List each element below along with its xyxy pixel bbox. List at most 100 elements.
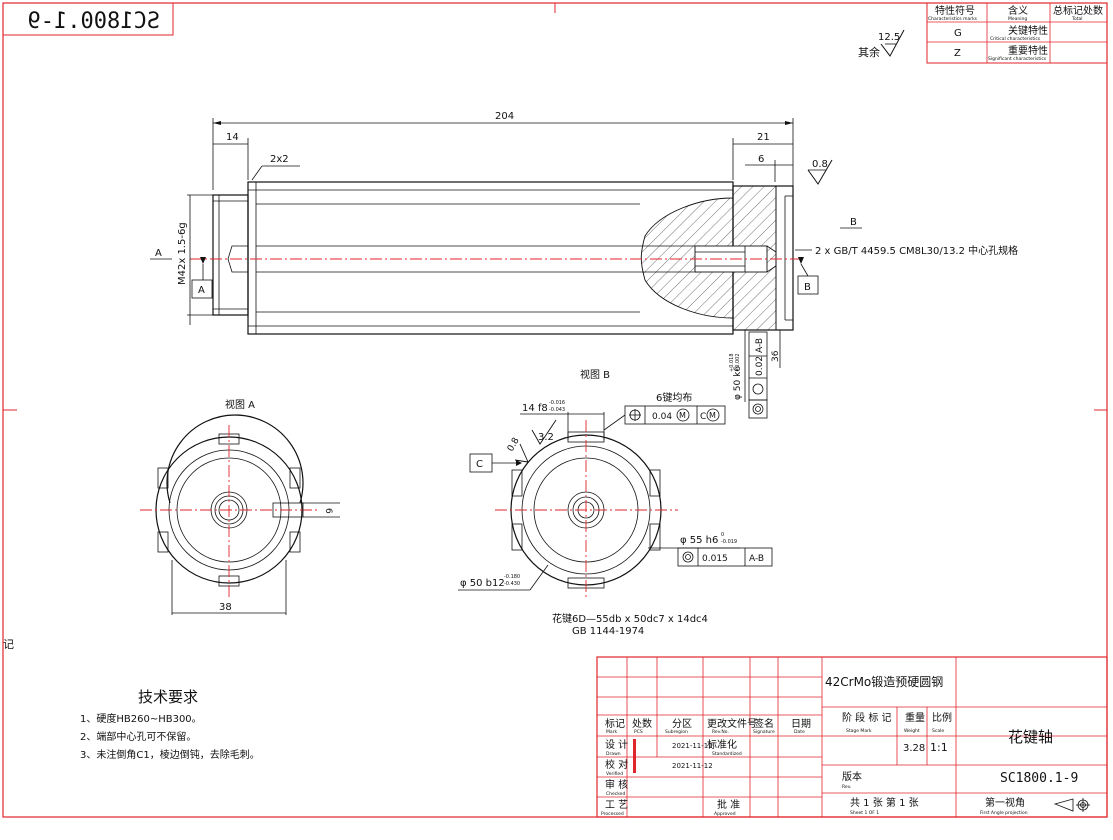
runout-value: 0.02 [755, 356, 765, 376]
mirrored-code-text: SC1800.1-9 [28, 9, 160, 34]
first-angle-projection-icon [1053, 798, 1090, 812]
legend-header-symbol: 特性符号 [935, 4, 975, 17]
pos-tol-datum-mod: M [709, 411, 716, 420]
tech-req-title: 技术要求 [138, 688, 198, 706]
tech-req-item-1: 1、硬度HB260~HB300。 [80, 712, 202, 725]
tb-weight-en: Weight [904, 728, 920, 734]
tb-scale-en: Scale [932, 728, 944, 734]
tb-version: 版本 [842, 770, 862, 783]
tb-process: 工 艺 [605, 799, 628, 811]
tb-h-subregion-en: Subregion [665, 729, 688, 735]
tb-design-date: 2021-11-12 [672, 742, 713, 750]
view-a-label: 视图 A [225, 398, 255, 411]
tb-projection-en: First Angle projection [980, 810, 1028, 816]
dim-root-dia: φ 50 b12 [460, 578, 505, 589]
tb-h-signature-en: Signature [753, 729, 775, 735]
legend-row-g-meaning-en: Critical characteristics [990, 36, 1041, 42]
tb-material: 42CrMo锻造预硬圆钢 [825, 675, 943, 689]
title-block: 标记 Mark 处数 PCS 分区 Subregion 更改文件号 Rev.No… [596, 656, 1108, 818]
dim-thread: M42x 1.5-6g [177, 222, 188, 285]
tb-scale-value: 1:1 [930, 741, 948, 754]
tb-review: 审 核 [605, 778, 628, 791]
tb-h-pcs-en: PCS [634, 729, 643, 735]
tb-part-name: 花键轴 [1008, 728, 1053, 746]
legend-header-meaning: 含义 [1008, 4, 1028, 17]
legend-header-total: 总标记处数 [1053, 4, 1103, 17]
dim-root-dia-tol-low: -0.430 [504, 581, 520, 587]
dim-shaft-dia-tol-low: +0.002 [735, 353, 741, 372]
tb-check: 校 对 [605, 758, 628, 771]
general-roughness: 12.5 其余 [858, 29, 905, 59]
pos-tol-datum: C [700, 412, 706, 422]
dim-chamfer: 2x2 [270, 154, 289, 165]
dim-right-step: 21 [757, 132, 770, 143]
shaft-main-view: 204 14 21 6 0.8 2x2 [150, 111, 1018, 419]
datum-c-box: C [476, 459, 483, 470]
roughness-end-value: 0.8 [812, 159, 828, 170]
legend-header-meaning-en: Meaning [1008, 16, 1027, 22]
dim-left-step: 14 [226, 132, 239, 143]
tb-approve: 批 准 [717, 798, 740, 811]
tb-projection: 第一视角 [985, 796, 1025, 809]
tb-h-revno: 更改文件号 [707, 717, 757, 730]
view-a-width: 38 [219, 602, 232, 613]
datum-a-box: A [198, 285, 205, 296]
legend-header-symbol-en: Characteristics marks [928, 16, 978, 22]
tb-version-en: Rev. [842, 784, 851, 790]
dim-overall-length: 204 [495, 111, 514, 122]
six-keys-note: 6键均布 [656, 391, 692, 404]
view-b: 视图 B 14 f8 -0.016 -0.043 6键均布 0.04 M C [458, 368, 773, 637]
roughness-spline-2: 0.8 [506, 436, 522, 454]
tb-design: 设 计 [605, 738, 628, 751]
center-hole-note: 2 x GB/T 4459.5 CM8L30/13.2 中心孔规格 [815, 244, 1018, 257]
tech-requirements: 技术要求 1、硬度HB260~HB300。 2、端部中心孔可不保留。 3、未注倒… [80, 688, 260, 761]
tb-h-revno-en: Rev.No. [712, 729, 729, 735]
dim-outer-dia: φ 55 h6 [680, 535, 718, 546]
view-a-arrow-label: A [155, 248, 162, 259]
tb-h-signature: 签名 [754, 717, 774, 730]
tb-drawing-no: SC1800.1-9 [1000, 771, 1078, 786]
pos-tol-mod: M [679, 411, 686, 420]
spline-std: GB 1144-1974 [572, 626, 644, 637]
tb-check-en: Verified [606, 771, 623, 777]
cyl-tol-ref: A-B [749, 554, 764, 564]
tb-h-mark: 标记 [605, 718, 625, 730]
side-mark: 记 [3, 638, 14, 651]
tb-standard-en: Standardized [712, 751, 742, 757]
tb-stage-en: Stage Mark [846, 728, 872, 734]
dim-shaft-dia: φ 50 k6 [733, 366, 743, 400]
tb-h-subregion: 分区 [672, 718, 692, 730]
cyl-tol-value: 0.015 [702, 554, 728, 564]
mirrored-code-box: SC1800.1-9 [2, 2, 174, 36]
tb-sheets-en: Sheet 1 OF 1 [850, 810, 879, 816]
tb-scale: 比例 [932, 711, 952, 724]
spline-spec: 花键6D—55db x 50dc7 x 14dc4 [552, 612, 708, 625]
view-a: 视图 A 6 38 [140, 398, 340, 615]
legend-row-z-meaning: 重要特性 [1008, 44, 1048, 57]
dim-key-width-tol-up: -0.016 [549, 400, 565, 406]
view-a-key-dim: 6 [323, 508, 333, 514]
tb-standard: 标准化 [707, 738, 737, 751]
roughness-check-icon [880, 29, 905, 57]
datum-b-box: B [804, 282, 811, 293]
characteristics-legend: 特性符号 Characteristics marks 含义 Meaning 总标… [926, 2, 1108, 64]
tb-weight-value: 3.28 [903, 743, 925, 754]
dim-center-depth: 6 [758, 154, 764, 165]
pos-tol-value: 0.04 [652, 412, 672, 422]
view-b-arrow-label: B [850, 217, 857, 228]
tb-sheets: 共 1 张 第 1 张 [850, 796, 919, 809]
general-roughness-value: 12.5 [878, 32, 900, 43]
tb-stage: 阶 段 标 记 [842, 711, 892, 724]
tb-check-date: 2021-11-12 [672, 762, 713, 770]
dim-36: 36 [771, 350, 781, 362]
tb-h-pcs: 处数 [632, 717, 652, 730]
tech-req-item-2: 2、端部中心孔可不保留。 [80, 730, 196, 743]
tb-h-date: 日期 [791, 718, 811, 730]
dim-outer-dia-tol-low: -0.019 [721, 539, 737, 545]
tb-process-en: Processed [601, 811, 624, 817]
legend-row-z-symbol: Z [954, 48, 961, 59]
tb-review-en: Checked [606, 791, 625, 797]
tb-approve-en: Approved [714, 811, 736, 817]
dim-root-dia-tol-up: -0.180 [504, 574, 520, 580]
dim-key-width: 14 f8 [522, 403, 548, 414]
